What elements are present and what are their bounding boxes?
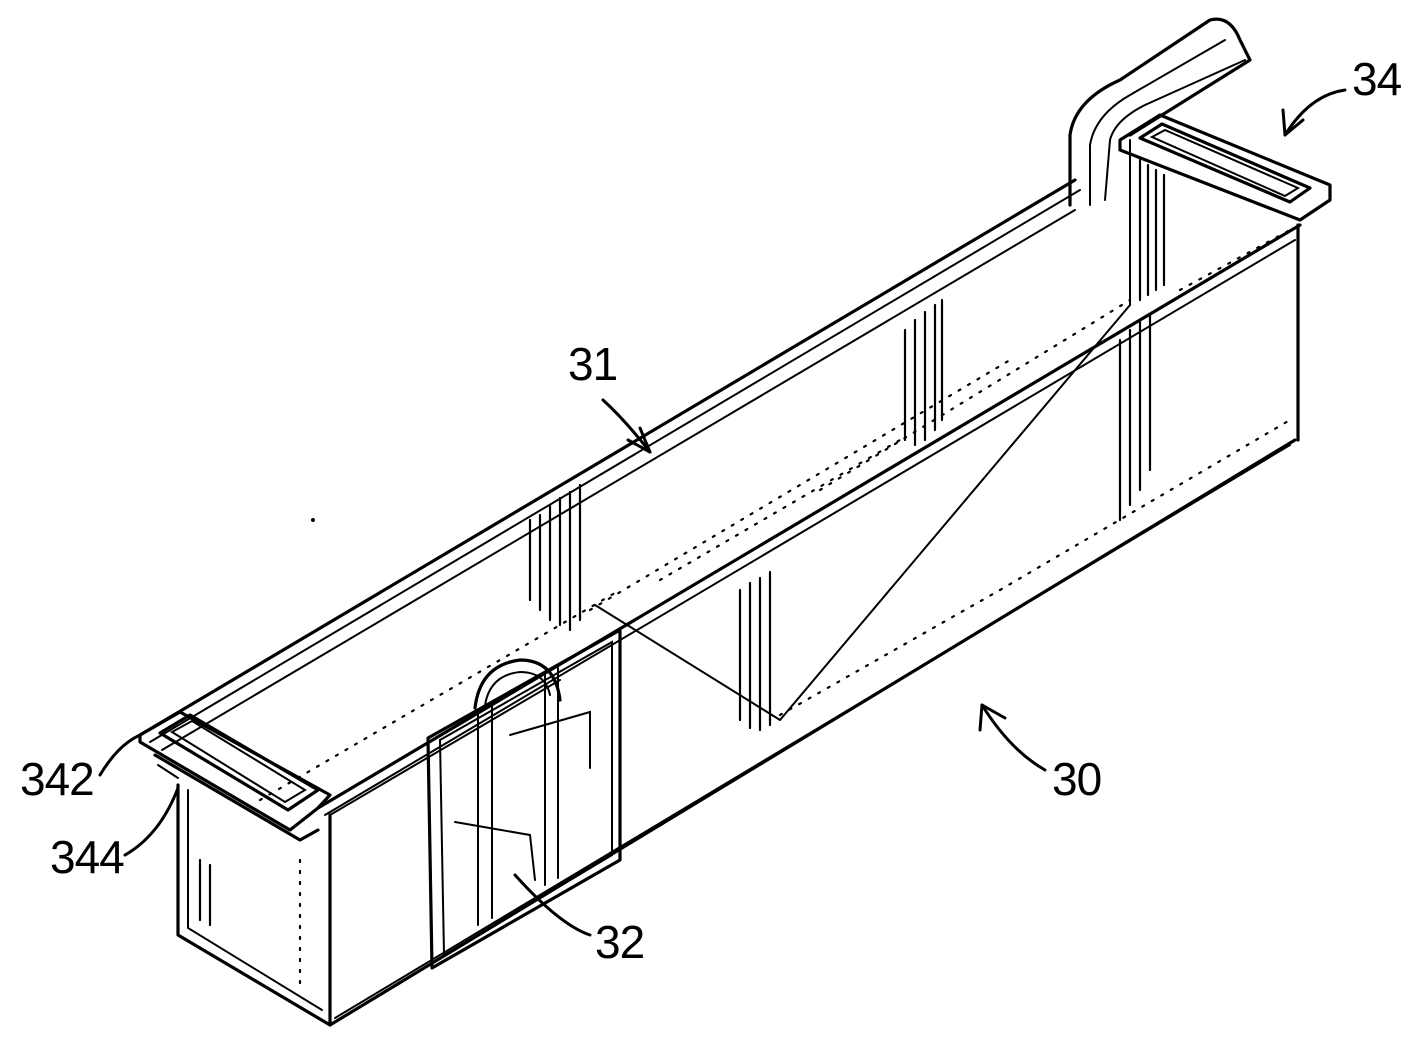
window bbox=[426, 628, 622, 970]
trough-body bbox=[138, 139, 1302, 1027]
label-31: 31 bbox=[568, 338, 617, 390]
label-34: 34 bbox=[1352, 53, 1402, 105]
label-32: 32 bbox=[595, 916, 644, 968]
reference-labels: 31 34 30 342 344 32 bbox=[20, 53, 1403, 968]
leader-344 bbox=[123, 786, 180, 857]
stray-dot bbox=[311, 518, 315, 522]
shading bbox=[198, 298, 1152, 927]
leader-30 bbox=[980, 703, 1047, 772]
label-342: 342 bbox=[20, 753, 94, 805]
leader-31 bbox=[601, 398, 652, 454]
leader-342 bbox=[98, 733, 142, 777]
leader-34 bbox=[1283, 88, 1347, 137]
stippling bbox=[258, 228, 1292, 992]
label-344: 344 bbox=[50, 831, 124, 883]
left-bracket bbox=[138, 710, 332, 842]
leaders bbox=[98, 88, 1347, 937]
right-bracket bbox=[1068, 17, 1332, 302]
label-30: 30 bbox=[1052, 753, 1101, 805]
leader-32 bbox=[513, 873, 592, 937]
